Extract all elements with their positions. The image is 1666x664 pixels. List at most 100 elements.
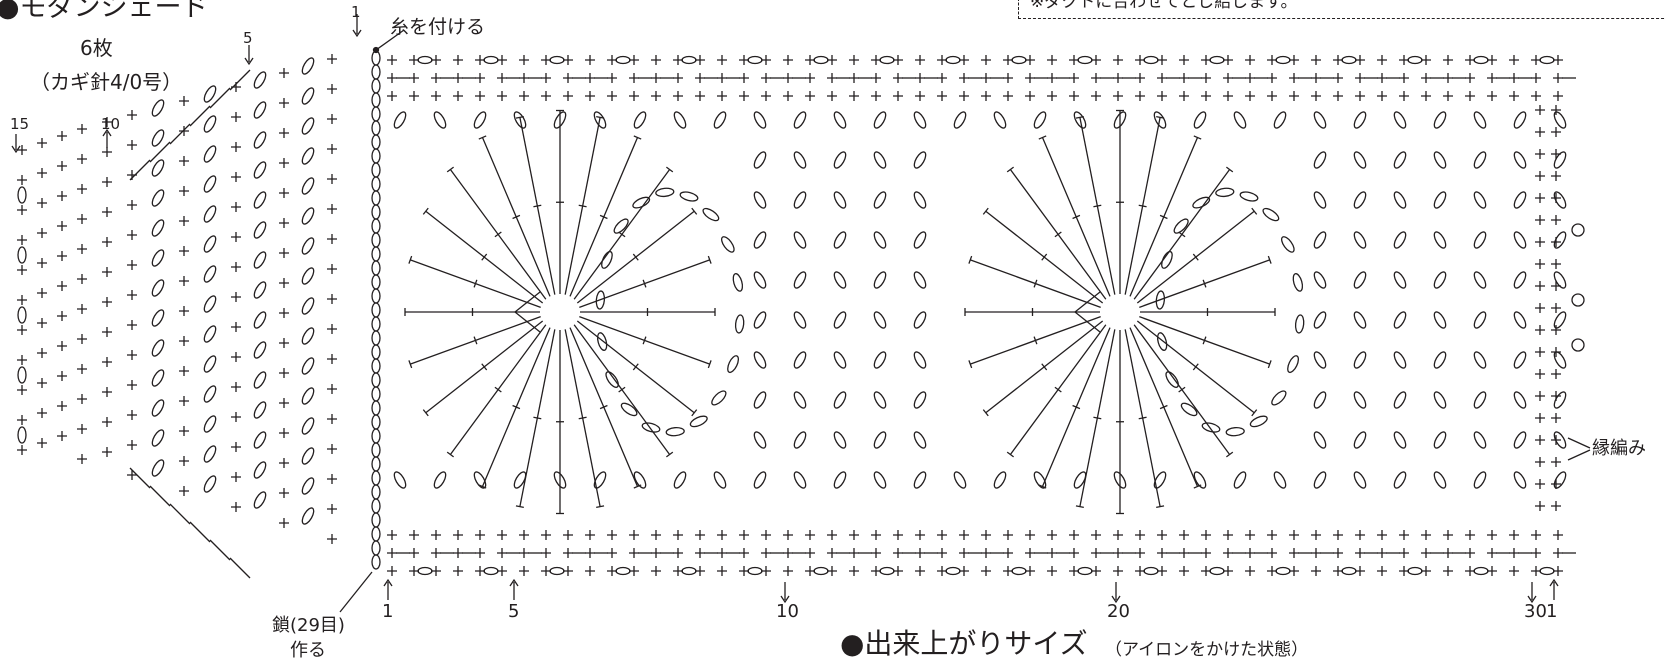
chain-stitch-symbol (371, 456, 381, 472)
single-crochet-symbol (827, 73, 837, 83)
chain-stitch-symbol (371, 386, 381, 402)
single-crochet-symbol (805, 566, 815, 576)
treble-bar-symbol (512, 214, 521, 220)
treble-top-symbol (1267, 360, 1272, 369)
chain-stitch-symbol (301, 477, 315, 495)
row-arrow-top-10 (102, 128, 112, 148)
single-crochet-symbol (717, 73, 727, 83)
treble-bar-symbol (1159, 404, 1168, 410)
single-crochet-symbol (1487, 530, 1497, 540)
single-crochet-symbol (475, 73, 485, 83)
chain-stitch-symbol (1393, 271, 1407, 289)
single-crochet-symbol (1025, 73, 1035, 83)
single-crochet-symbol (893, 548, 903, 558)
chain-stitch-symbol (681, 55, 697, 65)
chain-stitch-symbol (1262, 207, 1280, 222)
chain-stitch-symbol (553, 111, 567, 129)
single-crochet-symbol (1069, 548, 1079, 558)
single-crochet-symbol (279, 128, 289, 138)
single-crochet-symbol (57, 401, 67, 411)
chain-stitch-symbol (873, 391, 887, 409)
pineapple-apex (514, 291, 541, 333)
treble-diagonal-bottom (209, 539, 231, 561)
single-crochet-symbol (231, 472, 241, 482)
chain-stitch-symbol (1539, 55, 1555, 65)
chain-stitch-symbol (301, 207, 315, 225)
single-crochet-symbol (327, 414, 337, 424)
note-text: ※ダクトに合わせてとじ結じます。 (1030, 0, 1298, 12)
single-crochet-symbol (231, 502, 241, 512)
chain-stitch-symbol (1313, 471, 1327, 489)
chain-stitch-symbol (833, 431, 847, 449)
single-crochet-symbol (279, 218, 289, 228)
chain-stitch-symbol (1473, 111, 1487, 129)
single-crochet-symbol (937, 91, 947, 101)
single-crochet-symbol (1157, 73, 1167, 83)
single-crochet-symbol (1377, 55, 1387, 65)
single-crochet-symbol (279, 398, 289, 408)
single-crochet-symbol (1267, 530, 1277, 540)
chain-stitch-symbol (753, 391, 767, 409)
chain-stitch-symbol (833, 191, 847, 209)
single-crochet-symbol (327, 144, 337, 154)
single-crochet-symbol (231, 202, 241, 212)
chain-stitch-symbol (151, 369, 165, 387)
chain-stitch-symbol (747, 55, 763, 65)
chain-stitch-symbol (371, 330, 381, 346)
treble-bar-symbol (481, 253, 488, 261)
chain-stitch-symbol (301, 327, 315, 345)
chain-stitch-symbol (613, 218, 629, 234)
single-crochet-symbol (1535, 369, 1545, 379)
single-crochet-symbol (179, 246, 189, 256)
single-crochet-symbol (541, 548, 551, 558)
single-crochet-symbol (102, 297, 112, 307)
single-crochet-symbol (1245, 73, 1255, 83)
treble-bar-symbol (512, 404, 521, 410)
chain-stitch-symbol (793, 151, 807, 169)
treble-bar-symbol (1072, 404, 1081, 410)
single-crochet-symbol (1535, 391, 1545, 401)
single-crochet-symbol (77, 184, 87, 194)
chain-stitch-symbol (1513, 351, 1527, 369)
single-crochet-symbol (629, 530, 639, 540)
chain-stitch-symbol (1473, 311, 1487, 329)
chain-stitch-symbol (1271, 390, 1287, 406)
single-crochet-symbol (563, 566, 573, 576)
chain-stitch-symbol (253, 461, 267, 479)
single-crochet-symbol (1535, 237, 1545, 247)
chain-stitch-symbol (371, 470, 381, 486)
chain-stitch-symbol (1393, 351, 1407, 369)
row-label-top-15: 15 (10, 115, 30, 133)
chain-stitch-symbol (1433, 431, 1447, 449)
chain-stitch-symbol (371, 120, 381, 136)
single-crochet-symbol (57, 251, 67, 261)
single-crochet-symbol (127, 350, 137, 360)
treble-top-symbol (422, 207, 429, 215)
single-crochet-symbol (279, 488, 289, 498)
chain-stitch-symbol (17, 246, 27, 264)
treble-bar-symbol (1202, 279, 1207, 288)
single-crochet-symbol (431, 73, 441, 83)
treble-top-symbol (665, 166, 674, 173)
single-crochet-symbol (279, 278, 289, 288)
chain-stitch-symbol (371, 106, 381, 122)
chain-stitch-symbol (753, 311, 767, 329)
single-crochet-symbol (717, 55, 727, 65)
treble-bar-symbol (473, 336, 478, 345)
single-crochet-symbol (57, 311, 67, 321)
single-crochet-symbol (453, 55, 463, 65)
chain-stitch-symbol (371, 274, 381, 290)
single-crochet-symbol (1091, 548, 1101, 558)
chain-stitch-symbol (1073, 111, 1087, 129)
single-crochet-symbol (279, 158, 289, 168)
single-crochet-symbol (37, 438, 47, 448)
single-crochet-symbol (981, 548, 991, 558)
single-crochet-symbol (1245, 530, 1255, 540)
single-crochet-symbol (563, 530, 573, 540)
chain-stitch-symbol (17, 306, 27, 324)
chain-stitch-symbol (371, 316, 381, 332)
chain-stitch-symbol (1193, 111, 1207, 129)
single-crochet-symbol (1135, 73, 1145, 83)
row-arrow-bottom-10 (780, 582, 790, 604)
chain-stitch-symbol (1553, 151, 1567, 169)
